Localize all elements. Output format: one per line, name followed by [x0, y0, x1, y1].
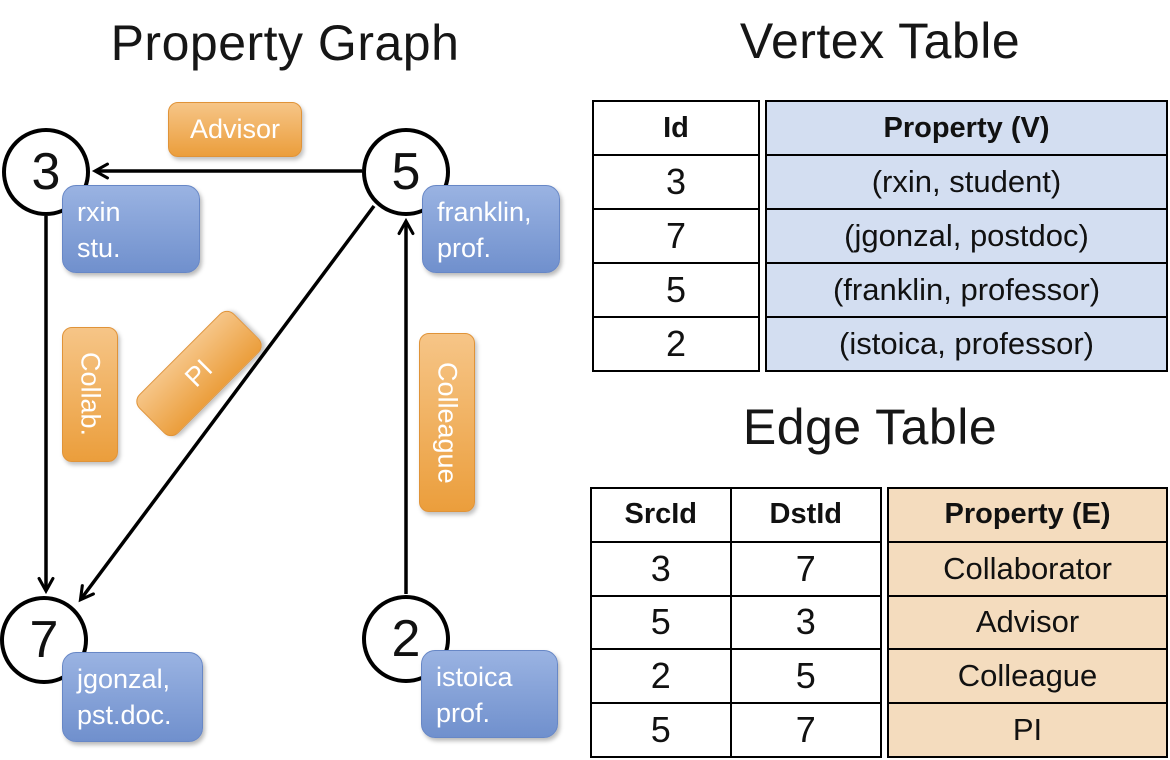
edge-label-pi-text: PI — [179, 353, 219, 393]
pi-edge-5-to-7 — [78, 204, 376, 603]
vertex-table-id-header: Id — [663, 111, 689, 144]
table-cell: 7 — [795, 547, 816, 589]
node-3-property-line1: rxin — [77, 197, 121, 227]
table-cell: 7 — [665, 215, 687, 256]
edge-table-property-column: Property (E) Collaborator Advisor Collea… — [887, 487, 1168, 758]
table-row: Advisor — [889, 594, 1166, 649]
edge-label-collab-text: Collab. — [75, 352, 106, 437]
table-row: 5 3 — [592, 594, 880, 649]
vertex-table-title: Vertex Table — [739, 13, 1021, 69]
table-row: SrcId DstId — [592, 489, 880, 541]
node-2-property-box: istoica prof. — [421, 650, 558, 738]
node-5-id: 5 — [391, 143, 421, 201]
vertex-table-id-column: Id 3 7 5 2 — [592, 100, 760, 372]
node-5-property-box: franklin, prof. — [422, 185, 560, 273]
table-cell: 2 — [665, 323, 687, 364]
edge-label-colleague: Colleague — [419, 333, 475, 512]
table-row: 2 — [594, 316, 758, 370]
node-7-property-line2: pst.doc. — [77, 699, 172, 730]
table-row: Property (E) — [889, 489, 1166, 541]
table-cell: Collaborator — [943, 550, 1112, 586]
node-5: 5 — [362, 128, 450, 216]
table-cell: 7 — [795, 709, 816, 751]
node-5-property-line2: prof. — [437, 232, 492, 263]
table-row: Id — [594, 102, 758, 154]
table-cell: 3 — [795, 601, 816, 643]
table-cell: 5 — [795, 655, 816, 697]
table-cell: 2 — [592, 650, 732, 703]
node-2-property-line1: istoica — [436, 662, 513, 692]
table-row: 5 — [594, 262, 758, 316]
edge-table-srcid-header: SrcId — [592, 489, 732, 541]
table-cell: (franklin, professor) — [832, 272, 1101, 307]
node-5-property-line1: franklin, — [437, 197, 532, 227]
table-cell: Advisor — [975, 604, 1080, 640]
table-row: 2 5 — [592, 648, 880, 703]
property-graph-title: Property Graph — [110, 15, 460, 71]
node-2-property-line2: prof. — [436, 697, 491, 728]
node-7-id: 7 — [29, 611, 59, 669]
node-2-id: 2 — [391, 610, 421, 668]
table-cell: 3 — [592, 542, 732, 595]
node-3-property-box: rxin stu. — [62, 185, 200, 273]
table-row: (istoica, professor) — [767, 316, 1166, 370]
vertex-table-property-column: Property (V) (rxin, student) (jgonzal, p… — [765, 100, 1168, 372]
graph-edges-svg — [37, 162, 415, 603]
vertex-table-property-header: Property (V) — [883, 111, 1050, 144]
table-cell: (istoica, professor) — [839, 326, 1094, 361]
table-row: 7 — [594, 208, 758, 262]
table-cell: 3 — [665, 161, 687, 202]
table-cell: Colleague — [957, 658, 1098, 694]
table-row: 5 7 — [592, 702, 880, 756]
table-row: Property (V) — [767, 102, 1166, 154]
edge-table-dstid-header: DstId — [769, 498, 843, 531]
node-7-property-box: jgonzal, pst.doc. — [62, 652, 203, 742]
table-row: (franklin, professor) — [767, 262, 1166, 316]
table-cell: (jgonzal, postdoc) — [844, 218, 1089, 253]
table-row: 3 7 — [592, 540, 880, 595]
edge-label-colleague-text: Colleague — [432, 361, 463, 484]
node-3-id: 3 — [31, 143, 61, 201]
table-cell: 5 — [592, 704, 732, 756]
edge-label-advisor-text: Advisor — [189, 114, 281, 144]
table-cell: PI — [1012, 712, 1043, 748]
table-cell: 5 — [592, 596, 732, 649]
edge-label-collab: Collab. — [62, 327, 118, 462]
edge-table-property-header: Property (E) — [944, 498, 1111, 531]
table-row: 3 — [594, 154, 758, 208]
table-cell: (rxin, student) — [871, 164, 1062, 199]
edge-table-title: Edge Table — [742, 399, 998, 455]
node-2: 2 — [362, 595, 450, 683]
table-row: (rxin, student) — [767, 154, 1166, 208]
table-cell: 5 — [665, 269, 687, 310]
node-7-property-line1: jgonzal, — [77, 664, 171, 694]
table-row: PI — [889, 702, 1166, 756]
table-row: Colleague — [889, 648, 1166, 702]
node-3-property-line2: stu. — [77, 232, 121, 263]
edge-label-advisor: Advisor — [168, 102, 302, 157]
table-row: Collaborator — [889, 540, 1166, 595]
edge-table-id-columns: SrcId DstId 3 7 5 3 2 5 5 7 — [590, 487, 882, 758]
table-row: (jgonzal, postdoc) — [767, 208, 1166, 262]
